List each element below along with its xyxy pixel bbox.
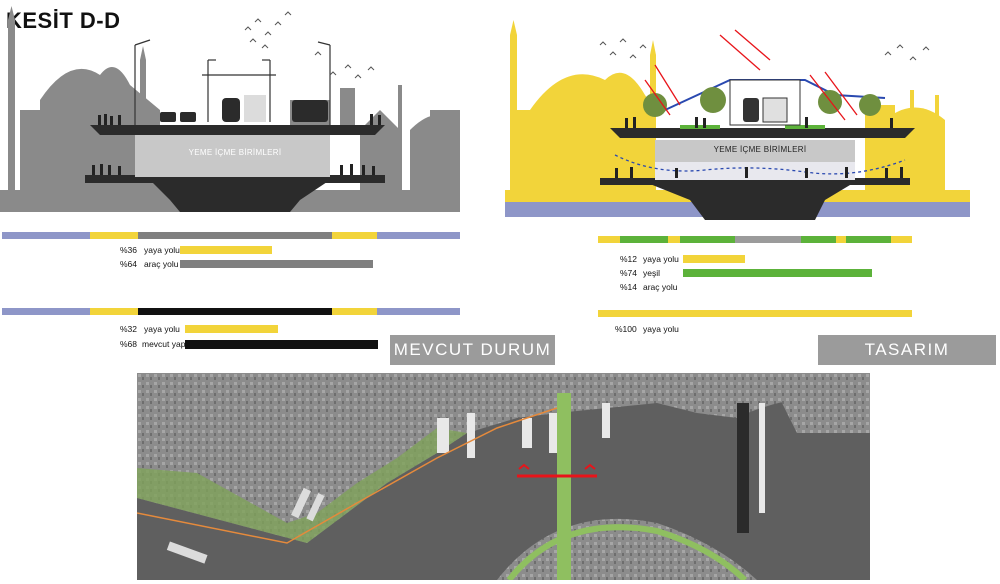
left-stat-bar (185, 340, 378, 349)
left-stat-bar (180, 260, 373, 268)
people (92, 114, 381, 175)
existing-state-badge: MEVCUT DURUM (390, 335, 555, 365)
restaurant-block (135, 135, 330, 177)
south-green-edge (506, 524, 748, 580)
bridge-support (150, 180, 330, 212)
left-bank (0, 190, 200, 212)
right-stat-label: yaya yolu (643, 254, 679, 264)
trees (643, 87, 881, 117)
left-bank-yellow (505, 190, 705, 202)
right-section-label: YEME İÇME BİRİMLERİ (713, 145, 807, 154)
ferries (166, 487, 325, 564)
right-strip-2 (598, 310, 912, 317)
section-arrow-right (584, 463, 596, 470)
promenade-lower (655, 160, 855, 180)
left-stat-label: mevcut yapı (142, 339, 188, 349)
right-stat-pct: %12 (620, 254, 638, 264)
people (615, 117, 903, 178)
right-bank-yellow (800, 190, 970, 202)
second-bridge (737, 403, 749, 533)
left-stat-label: araç yolu (144, 259, 179, 269)
left-section-label: YEME İÇME BİRİMLERİ (188, 148, 282, 157)
right-stat-pct: %14 (620, 282, 638, 292)
upper-deck (90, 125, 385, 135)
section-arrow-left (518, 463, 530, 470)
left-stat-pct: %64 (120, 259, 138, 269)
restaurant-block (655, 140, 855, 162)
right-stat-pct: %100 (615, 324, 637, 334)
left-stat-pct: %32 (120, 324, 138, 334)
right-stat-bar (683, 269, 872, 277)
upper-deck (610, 128, 915, 138)
bridge-support (645, 182, 855, 220)
lower-deck (85, 175, 385, 183)
green-promenade (137, 428, 467, 543)
birds (599, 38, 930, 61)
aerial-site-map (137, 373, 870, 580)
left-stat-label: yaya yolu (144, 245, 180, 255)
left-stat-pct: %68 (120, 339, 138, 349)
left-stat-bar (185, 325, 278, 333)
right-bank (270, 190, 460, 212)
right-stat-label: yeşil (643, 268, 661, 278)
left-stat-label: yaya yolu (144, 324, 180, 334)
sun-rays (644, 29, 858, 121)
left-strip-1 (2, 232, 460, 239)
lamp-posts (134, 39, 331, 125)
proposed-section-drawing (505, 20, 970, 220)
right-stat-label: araç yolu (643, 282, 678, 292)
right-stat-pct: %74 (620, 268, 638, 278)
left-stat-pct: %36 (120, 245, 138, 255)
left-stat-bar (180, 246, 272, 254)
right-stat-label: yaya yolu (643, 324, 679, 334)
bridge-deck (557, 393, 571, 580)
vehicles (160, 98, 328, 122)
lower-deck (600, 178, 910, 185)
section-title: KESİT D-D (6, 8, 121, 33)
piers (437, 403, 610, 458)
route-line (137, 407, 558, 544)
left-strip-2 (2, 308, 460, 315)
tram-car (244, 95, 266, 122)
right-strip-1 (598, 236, 912, 243)
existing-section-drawing (0, 6, 460, 212)
right-stat-bar (683, 255, 745, 263)
proposed-state-badge: TASARIM SONRASI (818, 335, 996, 389)
birds (244, 11, 375, 79)
